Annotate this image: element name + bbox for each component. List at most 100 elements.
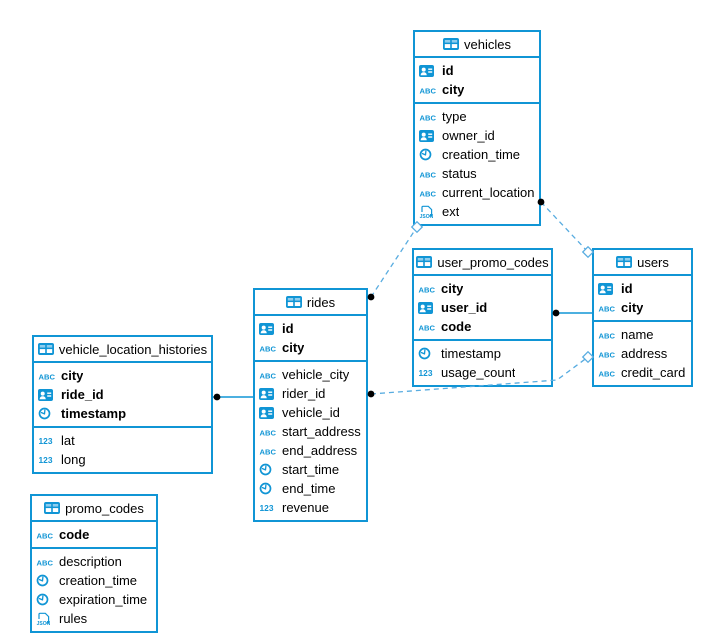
timestamp-type-icon [259, 482, 279, 495]
table-icon [416, 256, 433, 268]
column-rides-city[interactable]: ABC city [255, 338, 366, 357]
column-promo_codes-creation_time[interactable]: creation_time [32, 571, 156, 590]
table-header-promo_codes[interactable]: promo_codes [32, 496, 156, 522]
column-name: owner_id [442, 128, 495, 143]
table-icon [44, 502, 61, 514]
column-vehicle_location_histories-city[interactable]: ABC city [34, 366, 211, 385]
column-rides-vehicle_id[interactable]: vehicle_id [255, 403, 366, 422]
column-vehicles-city[interactable]: ABC city [415, 80, 539, 99]
table-vehicles[interactable]: vehicles id ABC city ABC type [413, 30, 541, 226]
column-name: id [621, 281, 633, 296]
abc-type-icon: ABC [598, 330, 618, 340]
table-header-vehicle_location_histories[interactable]: vehicle_location_histories [34, 337, 211, 363]
column-rides-vehicle_city[interactable]: ABC vehicle_city [255, 365, 366, 384]
id-card-icon [259, 406, 279, 419]
column-rides-start_time[interactable]: start_time [255, 460, 366, 479]
svg-text:123: 123 [39, 455, 53, 465]
column-promo_codes-rules[interactable]: JSON rules [32, 609, 156, 628]
column-users-name[interactable]: ABC name [594, 325, 691, 344]
table-title: vehicles [464, 36, 511, 52]
column-name: start_address [282, 424, 361, 439]
primary-key-section: ABC city user_id ABC code [414, 276, 551, 341]
column-users-address[interactable]: ABC address [594, 344, 691, 363]
table-users[interactable]: users id ABC city ABC name ABC address [592, 248, 693, 387]
svg-text:ABC: ABC [37, 531, 54, 540]
abc-type-icon: ABC [36, 530, 56, 540]
column-name: expiration_time [59, 592, 148, 607]
column-vehicle_location_histories-timestamp[interactable]: timestamp [34, 404, 211, 423]
table-vehicle_location_histories[interactable]: vehicle_location_histories ABC city ride… [32, 335, 213, 474]
table-header-rides[interactable]: rides [255, 290, 366, 316]
json-type-icon: JSON [36, 612, 56, 626]
column-user_promo_codes-timestamp[interactable]: timestamp [414, 344, 551, 363]
columns-section: timestamp 123 usage_count [414, 341, 551, 385]
abc-type-icon: ABC [259, 446, 279, 456]
numeric-type-icon: 123 [38, 435, 58, 446]
abc-type-icon: ABC [598, 368, 618, 378]
abc-type-icon: ABC [259, 427, 279, 437]
column-vehicles-creation_time[interactable]: creation_time [415, 145, 539, 164]
column-rides-id[interactable]: id [255, 319, 366, 338]
columns-section: ABC vehicle_city rider_id vehicle_id ABC… [255, 362, 366, 520]
column-promo_codes-code[interactable]: ABC code [32, 525, 156, 544]
table-title: users [637, 254, 669, 270]
column-name: city [441, 281, 464, 296]
column-name: user_id [441, 300, 488, 315]
table-title: rides [306, 294, 336, 310]
column-users-id[interactable]: id [594, 279, 691, 298]
column-vehicles-type[interactable]: ABC type [415, 107, 539, 126]
table-header-user_promo_codes[interactable]: user_promo_codes [414, 250, 551, 276]
column-user_promo_codes-city[interactable]: ABC city [414, 279, 551, 298]
svg-text:ABC: ABC [419, 323, 436, 332]
table-header-users[interactable]: users [594, 250, 691, 276]
column-name: ride_id [61, 387, 104, 402]
column-vehicles-status[interactable]: ABC status [415, 164, 539, 183]
column-vehicle_location_histories-lat[interactable]: 123 lat [34, 431, 211, 450]
column-name: city [442, 82, 465, 97]
columns-section: ABC name ABC address ABC credit_card [594, 322, 691, 385]
timestamp-type-icon [36, 593, 56, 606]
column-rides-revenue[interactable]: 123 revenue [255, 498, 366, 517]
column-name: id [442, 63, 454, 78]
column-user_promo_codes-user_id[interactable]: user_id [414, 298, 551, 317]
column-vehicles-current_location[interactable]: ABC current_location [415, 183, 539, 202]
column-vehicles-ext[interactable]: JSON ext [415, 202, 539, 221]
column-rides-start_address[interactable]: ABC start_address [255, 422, 366, 441]
table-icon [616, 256, 633, 268]
column-promo_codes-expiration_time[interactable]: expiration_time [32, 590, 156, 609]
svg-text:ABC: ABC [39, 372, 56, 381]
id-card-icon [418, 301, 438, 314]
table-promo_codes[interactable]: promo_codes ABC code ABC description cre… [30, 494, 158, 633]
id-card-icon [38, 388, 58, 401]
table-rides[interactable]: rides id ABC city ABC vehicle_city [253, 288, 368, 522]
table-icon [37, 343, 54, 355]
column-users-city[interactable]: ABC city [594, 298, 691, 317]
column-name: timestamp [441, 346, 501, 361]
column-users-credit_card[interactable]: ABC credit_card [594, 363, 691, 382]
svg-text:ABC: ABC [419, 285, 436, 294]
primary-key-section: ABC code [32, 522, 156, 549]
column-user_promo_codes-code[interactable]: ABC code [414, 317, 551, 336]
table-title: promo_codes [65, 500, 144, 516]
column-name: end_time [282, 481, 336, 496]
column-promo_codes-description[interactable]: ABC description [32, 552, 156, 571]
column-name: code [59, 527, 90, 542]
column-name: rider_id [282, 386, 326, 401]
timestamp-type-icon [419, 148, 439, 161]
table-user_promo_codes[interactable]: user_promo_codes ABC city user_id ABC co… [412, 248, 553, 387]
column-vehicles-id[interactable]: id [415, 61, 539, 80]
abc-type-icon: ABC [418, 284, 438, 294]
column-name: address [621, 346, 668, 361]
table-header-vehicles[interactable]: vehicles [415, 32, 539, 58]
svg-text:ABC: ABC [420, 86, 437, 95]
column-vehicle_location_histories-long[interactable]: 123 long [34, 450, 211, 469]
abc-type-icon: ABC [419, 169, 439, 179]
column-rides-end_time[interactable]: end_time [255, 479, 366, 498]
column-vehicles-owner_id[interactable]: owner_id [415, 126, 539, 145]
column-user_promo_codes-usage_count[interactable]: 123 usage_count [414, 363, 551, 382]
timestamp-type-icon [38, 407, 58, 420]
column-rides-end_address[interactable]: ABC end_address [255, 441, 366, 460]
column-rides-rider_id[interactable]: rider_id [255, 384, 366, 403]
column-vehicle_location_histories-ride_id[interactable]: ride_id [34, 385, 211, 404]
